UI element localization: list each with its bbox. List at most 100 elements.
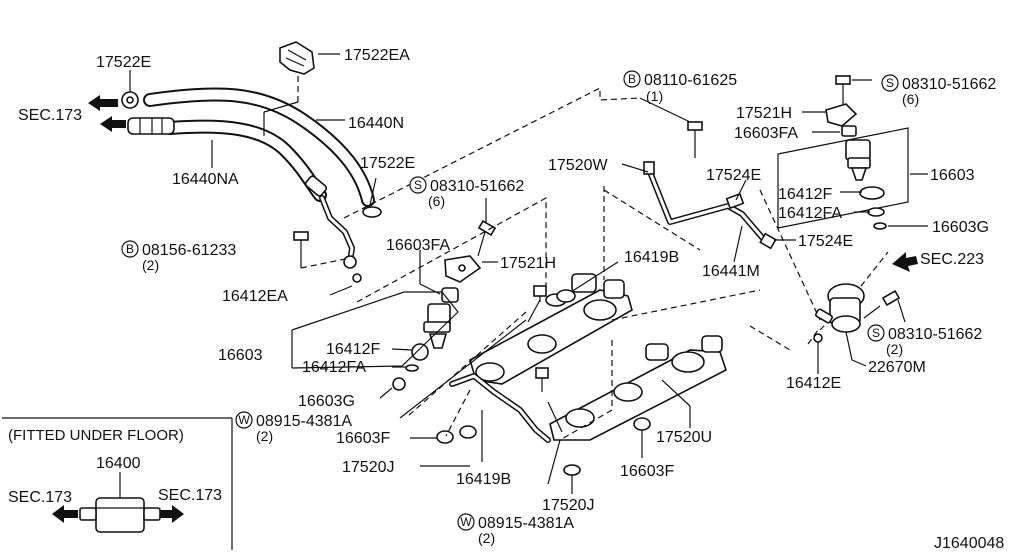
injector-bracket-outline-left [291, 291, 459, 369]
label-16412FA-right: 16412FA [778, 205, 842, 222]
label-17524E-low: 17524E [798, 233, 853, 250]
label-08310-right-top-qty: (6) [902, 91, 919, 107]
label-16419B-bottom: 16419B [456, 471, 511, 488]
label-16400: 16400 [96, 455, 141, 472]
prefix-circle-s-08310-left: S [409, 176, 427, 194]
prefix-circle-w-08915-top: W [235, 411, 253, 429]
label-08915-bottom: 08915-4381A [478, 515, 574, 532]
label-16603F-left: 16603F [336, 430, 390, 447]
bolt-08110-61625 [639, 97, 703, 158]
label-08915-top-qty: (2) [256, 428, 273, 444]
bolt-08310-right-top [835, 75, 872, 104]
label-sec173-top: SEC.173 [18, 107, 82, 124]
label-16603F-bottom: 16603F [620, 463, 674, 480]
label-16603-left: 16603 [218, 347, 263, 364]
label-16603G-left: 16603G [298, 393, 355, 410]
injector-16603-right [841, 125, 887, 230]
svg-text:S: S [886, 76, 894, 90]
label-08156-qty: (2) [142, 257, 159, 273]
label-22670M: 22670M [868, 359, 926, 376]
arrow-sec223 [892, 252, 918, 272]
prefix-circle-b-08110: B [623, 70, 641, 88]
label-sec223: SEC.223 [920, 251, 984, 268]
label-17520W: 17520W [548, 157, 608, 174]
label-sec173-inset-left: SEC.173 [8, 489, 72, 506]
washer-16419B-top [556, 261, 619, 303]
prefix-circle-s-08310-right-top: S [881, 74, 899, 92]
hose-clamp-17522E-mid [362, 206, 382, 218]
label-17520J-left: 17520J [342, 459, 395, 476]
fuel-filter-16400 [79, 472, 161, 533]
bolt-08310-right-bot [863, 289, 906, 323]
svg-text:B: B [126, 242, 134, 256]
arrow-sec173-top [88, 95, 118, 111]
label-16441M: 16441M [702, 263, 760, 280]
label-17521H-right: 17521H [736, 105, 792, 122]
svg-text:W: W [238, 413, 250, 427]
label-diagram-code: J1640048 [934, 535, 1004, 552]
return-tube-16441M [643, 161, 777, 250]
oring-16412EA [352, 273, 362, 283]
label-17522EA: 17522EA [344, 47, 410, 64]
label-sec173-inset-right: SEC.173 [158, 487, 222, 504]
bolt-08915-top [533, 285, 547, 302]
label-17521H-left: 17521H [500, 255, 556, 272]
svg-text:B: B [628, 72, 636, 86]
gasket-17520J-bottom [563, 464, 581, 494]
label-16412FA-left: 16412FA [302, 359, 366, 376]
injector-16603-left [392, 287, 459, 391]
label-08156: 08156-61233 [142, 242, 236, 259]
label-16419B-top: 16419B [624, 249, 679, 266]
bolt-08156-61233 [293, 231, 351, 269]
prefix-circle-b-08156: B [121, 240, 139, 258]
label-16412F-left: 16412F [326, 341, 380, 358]
label-16603G-right: 16603G [932, 219, 989, 236]
fuel-rail-upper [469, 273, 633, 385]
hose-16440N [143, 87, 375, 207]
oring-16412E [813, 333, 823, 343]
label-16603FA-right: 16603FA [734, 125, 798, 142]
prefix-circle-w-08915-bottom: W [457, 513, 475, 531]
label-08915-top: 08915-4381A [256, 413, 352, 430]
label-08310-right-bot-qty: (2) [886, 341, 903, 357]
bolt-08915-bottom [535, 367, 549, 392]
label-17520U: 17520U [656, 429, 712, 446]
svg-text:W: W [460, 515, 472, 529]
label-08310-right-top: 08310-51662 [902, 76, 996, 93]
label-17522E-mid: 17522E [360, 155, 415, 172]
label-17520J-bottom: 17520J [542, 497, 595, 514]
hose-clamp-17522E-top [121, 91, 139, 109]
label-16603-right: 16603 [930, 167, 975, 184]
label-16412F-right: 16412F [778, 186, 832, 203]
injector-bracket-outline-right [777, 127, 909, 229]
hose-fitting-ends [127, 117, 357, 269]
insulator-16603F-left [410, 425, 477, 444]
label-16440N: 16440N [348, 115, 404, 132]
label-16412E: 16412E [786, 375, 841, 392]
arrow-sec173-inset-left [52, 505, 78, 523]
bolt-08310-left [477, 198, 497, 257]
label-16603FA-left: 16603FA [386, 237, 450, 254]
label-08310-right-bot: 08310-51662 [888, 326, 982, 343]
label-17522E-top: 17522E [96, 54, 151, 71]
clamp-17521H-right [825, 103, 858, 127]
label-08310-left: 08310-51662 [430, 178, 524, 195]
fuel-rail-lower [549, 335, 727, 441]
svg-text:S: S [414, 178, 422, 192]
crossover-pipe-17520J [449, 373, 551, 443]
label-08310-left-qty: (6) [428, 193, 445, 209]
pressure-regulator-22670M [815, 283, 865, 333]
arrow-sec173-inset-right [160, 505, 184, 523]
label-16440NA: 16440NA [172, 171, 239, 188]
prefix-circle-s-08310-right-bot: S [867, 324, 885, 342]
insulator-16603F-bottom [633, 417, 651, 458]
label-08915-bottom-qty: (2) [478, 530, 495, 546]
svg-text:S: S [872, 326, 880, 340]
label-fitted-under-floor: (FITTED UNDER FLOOR) [8, 427, 184, 444]
label-17524E-top: 17524E [706, 167, 761, 184]
inset-panel [2, 417, 233, 550]
clamp-17521H-left [444, 255, 482, 283]
arrow-sec173-mid [100, 116, 126, 132]
clip-17522EA [279, 41, 315, 75]
